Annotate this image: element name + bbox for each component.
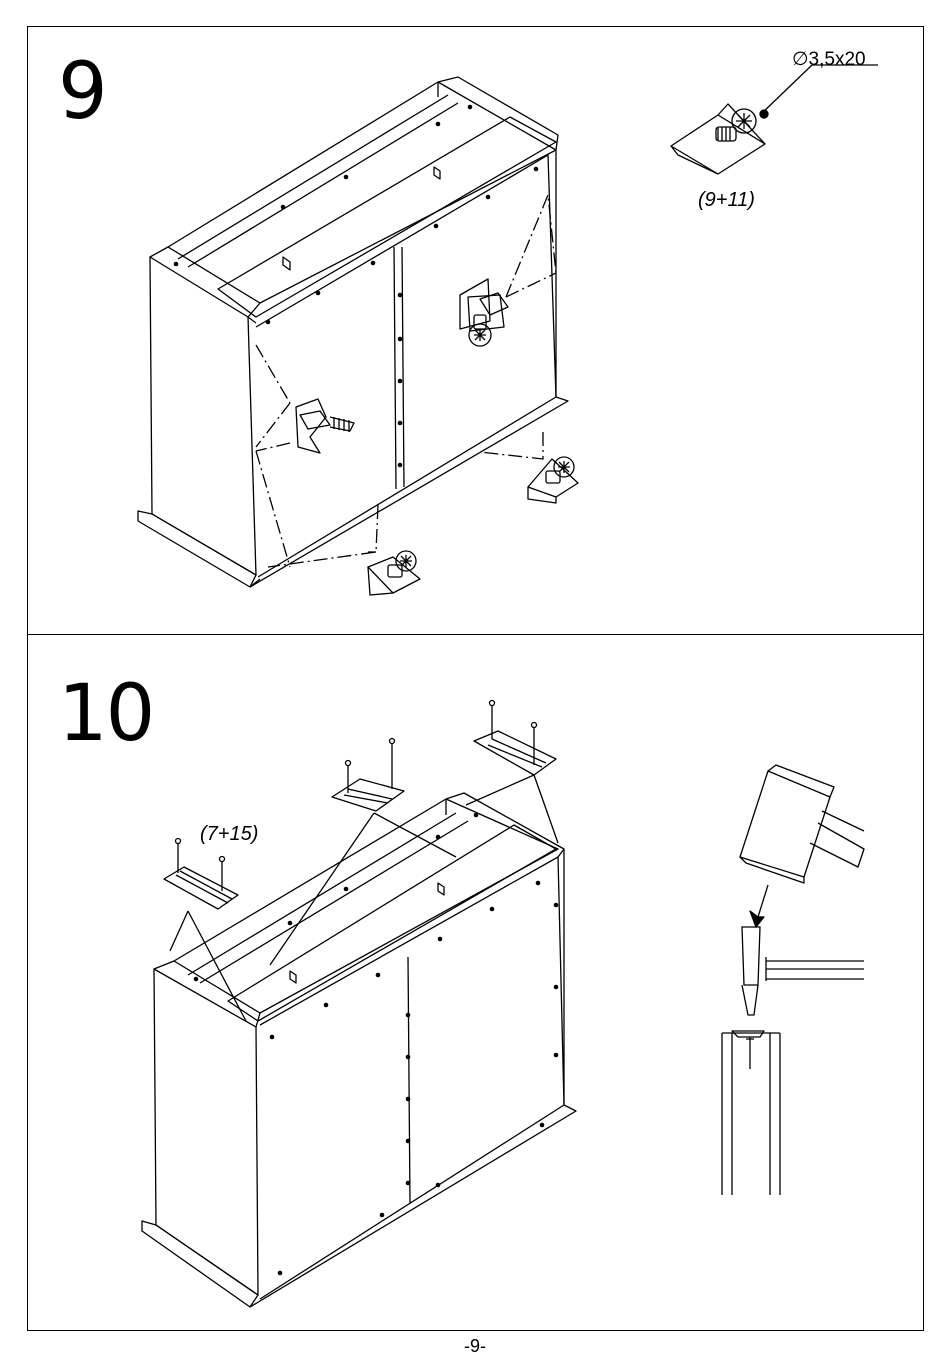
bracket-left-icon <box>296 399 354 453</box>
hammer-detail-icon <box>722 765 864 1195</box>
guide-lines <box>256 195 556 567</box>
cabinet-body <box>138 77 568 587</box>
cabinet-bracket-drawing <box>28 27 925 636</box>
page-number: -9- <box>0 1336 950 1357</box>
rail-right-icon <box>466 701 558 844</box>
bracket-loose-center-icon <box>368 551 420 595</box>
screw-detail-icon <box>671 65 878 174</box>
bracket-loose-right-icon <box>528 457 578 503</box>
step-9-panel: 9 ∅3,5x20 (9+11) <box>27 26 924 635</box>
rail-left-icon <box>164 839 246 1022</box>
step-10-panel: 10 (7+15) <box>27 634 924 1331</box>
bracket-right-icon <box>460 279 508 346</box>
cabinet-rail-drawing <box>28 635 925 1332</box>
cabinet-body <box>142 793 576 1307</box>
rail-center-icon <box>270 739 456 966</box>
